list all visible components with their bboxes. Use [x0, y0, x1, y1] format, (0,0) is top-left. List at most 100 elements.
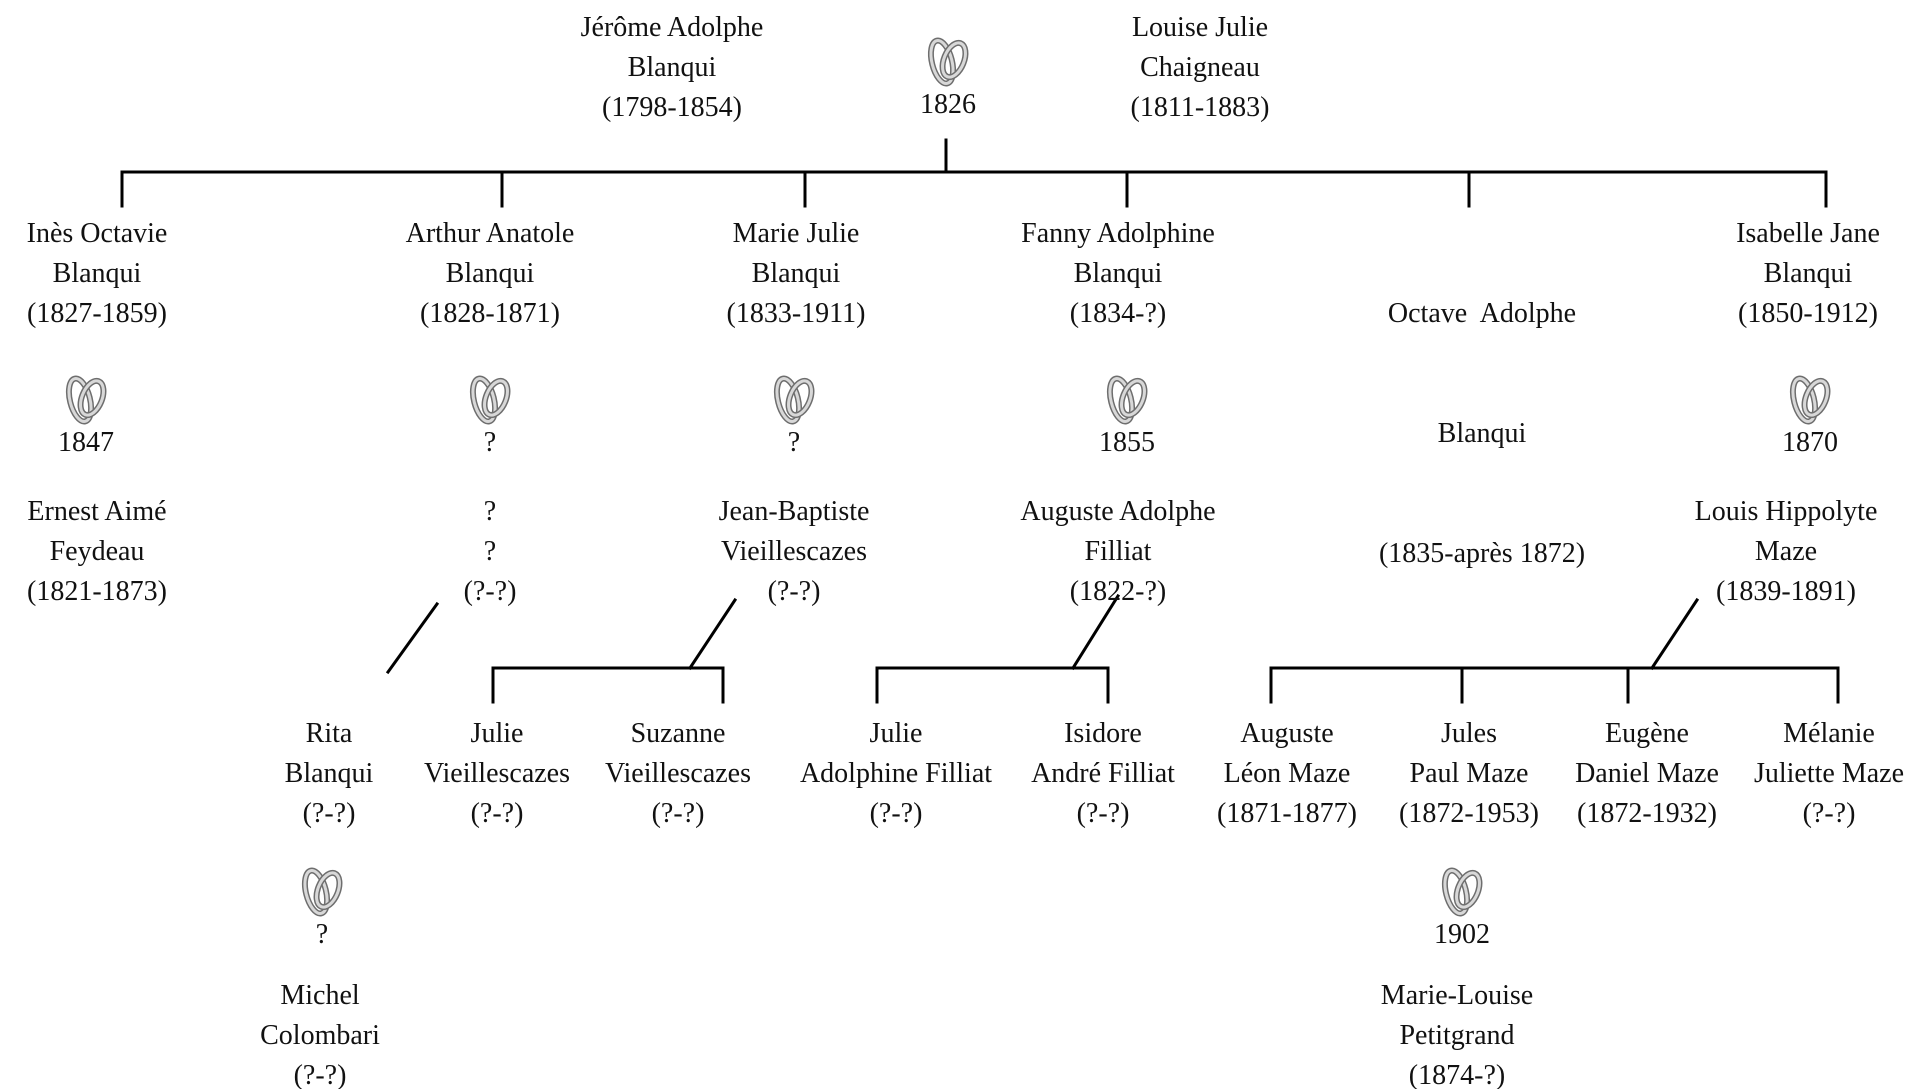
- person-name: Eugène: [1605, 718, 1689, 749]
- diag-filliat: [1070, 593, 1121, 671]
- wedding-rings-icon: [469, 375, 511, 425]
- person-surname: Adolphine Filliat: [799, 758, 993, 789]
- person-name: Louise Julie: [1131, 12, 1269, 43]
- person-surname: Feydeau: [49, 536, 145, 567]
- person-name: Julie: [869, 718, 923, 749]
- person-name: Mélanie: [1783, 718, 1875, 749]
- wedding-rings-icon: [927, 37, 969, 87]
- person-rita: Rita Blanqui (?-?): [209, 714, 449, 834]
- diag-arthur-rita: [385, 601, 440, 675]
- person-surname: Blanqui: [1437, 418, 1527, 449]
- person-auguste-adolphe: Auguste Adolphe Filliat (1822-?): [998, 492, 1238, 612]
- person-surname: Blanqui: [1763, 258, 1853, 289]
- person-dates: (1874-?): [1408, 1060, 1506, 1089]
- person-dates: (?-?): [869, 798, 923, 829]
- person-name: Suzanne: [630, 718, 726, 749]
- person-dates: (1872-1932): [1577, 798, 1717, 829]
- person-surname: Daniel Maze: [1575, 758, 1719, 789]
- person-dates: (1872-1953): [1399, 798, 1539, 829]
- person-auguste-leon: Auguste Léon Maze (1871-1877): [1167, 714, 1407, 834]
- person-surname: André Filliat: [1031, 758, 1175, 789]
- person-name: Marie-Louise: [1380, 980, 1534, 1011]
- person-name: ?: [483, 496, 497, 527]
- person-isabelle: Isabelle Jane Blanqui (1850-1912): [1688, 214, 1919, 334]
- person-name: Octave Adolphe: [1387, 298, 1577, 329]
- person-dates: (1871-1877): [1217, 798, 1357, 829]
- wedding-rings-icon: [773, 375, 815, 425]
- marriage-year: 1826: [920, 89, 976, 120]
- marriage-year: 1855: [1099, 427, 1155, 458]
- person-name: Isidore: [1064, 718, 1142, 749]
- person-name: Louis Hippolyte: [1694, 496, 1878, 527]
- person-michel: Michel Colombari (?-?): [200, 976, 440, 1089]
- wedding-rings-icon: [65, 375, 107, 425]
- person-arthur: Arthur Anatole Blanqui (1828-1871): [370, 214, 610, 334]
- person-eugene: Eugène Daniel Maze (1872-1932): [1527, 714, 1767, 834]
- marriage-ines: 1847: [46, 366, 126, 460]
- person-julie-vieillescazes: Julie Vieillescazes (?-?): [377, 714, 617, 834]
- person-ines: Inès Octavie Blanqui (1827-1859): [0, 214, 217, 334]
- person-dates: (1850-1912): [1738, 298, 1878, 329]
- person-name: Jules: [1441, 718, 1497, 749]
- person-surname: Petitgrand: [1399, 1020, 1515, 1051]
- person-dates: (?-?): [651, 798, 705, 829]
- person-dates: (1839-1891): [1716, 576, 1856, 607]
- diag-maze: [1649, 597, 1700, 671]
- person-name: Ernest Aimé: [27, 496, 167, 527]
- person-dates: (1828-1871): [420, 298, 560, 329]
- marriage-fanny: 1855: [1087, 366, 1167, 460]
- person-dates: (1834-?): [1069, 298, 1167, 329]
- person-dates: (1833-1911): [726, 298, 866, 329]
- marriage-year: ?: [787, 427, 801, 458]
- marriage-isabelle: 1870: [1770, 366, 1850, 460]
- person-name: Fanny Adolphine: [1021, 218, 1215, 249]
- wedding-rings-icon: [1106, 375, 1148, 425]
- diag-vieillescazes: [687, 597, 738, 671]
- person-surname: Blanqui: [284, 758, 374, 789]
- marriage-year: 1847: [58, 427, 114, 458]
- wedding-rings-icon: [1789, 375, 1831, 425]
- person-dates: (1798-1854): [602, 92, 742, 123]
- person-dates: (?-?): [1802, 798, 1856, 829]
- marriage-mariejulie: ?: [754, 366, 834, 460]
- person-name: Arthur Anatole: [405, 218, 575, 249]
- person-surname: Vieillescazes: [720, 536, 867, 567]
- person-name: Jean-Baptiste: [718, 496, 870, 527]
- person-dates: (?-?): [293, 1060, 347, 1089]
- person-surname: Léon Maze: [1223, 758, 1351, 789]
- person-name: Auguste Adolphe: [1020, 496, 1216, 527]
- person-name: Auguste: [1240, 718, 1334, 749]
- marriage-rita: ?: [282, 858, 362, 952]
- person-unknown-spouse: ? ? (?-?): [370, 492, 610, 612]
- person-surname: Vieillescazes: [423, 758, 570, 789]
- marriage-year: ?: [315, 919, 329, 950]
- person-dates: (1827-1859): [27, 298, 167, 329]
- person-surname: Chaigneau: [1140, 52, 1260, 83]
- person-dates: (?-?): [767, 576, 821, 607]
- person-name: Isabelle Jane: [1736, 218, 1880, 249]
- person-jules: Jules Paul Maze (1872-1953): [1349, 714, 1589, 834]
- person-dates: (?-?): [1076, 798, 1130, 829]
- person-melanie: Mélanie Juliette Maze (?-?): [1709, 714, 1919, 834]
- person-louis: Louis Hippolyte Maze (1839-1891): [1666, 492, 1906, 612]
- person-surname: Blanqui: [627, 52, 717, 83]
- person-marielouise: Marie-Louise Petitgrand (1874-?): [1337, 976, 1577, 1089]
- person-name: Marie Julie: [732, 218, 860, 249]
- person-mariejulie: Marie Julie Blanqui (1833-1911): [676, 214, 916, 334]
- person-dates: (?-?): [302, 798, 356, 829]
- person-dates: (1811-1883): [1130, 92, 1270, 123]
- person-louise: Louise Julie Chaigneau (1811-1883): [1080, 8, 1320, 128]
- person-dates: (?-?): [463, 576, 517, 607]
- person-jerome: Jérôme Adolphe Blanqui (1798-1854): [552, 8, 792, 128]
- person-surname: Vieillescazes: [604, 758, 751, 789]
- person-ernest: Ernest Aimé Feydeau (1821-1873): [0, 492, 217, 612]
- person-name: Julie: [470, 718, 524, 749]
- person-julie-filliat: Julie Adolphine Filliat (?-?): [776, 714, 1016, 834]
- person-dates: (1822-?): [1069, 576, 1167, 607]
- person-surname: Colombari: [260, 1020, 380, 1051]
- person-surname: Paul Maze: [1409, 758, 1529, 789]
- person-suzanne: Suzanne Vieillescazes (?-?): [558, 714, 798, 834]
- marriage-parents: 1826: [908, 28, 988, 122]
- person-octave: Octave Adolphe Blanqui (1835-après 1872): [1362, 214, 1602, 654]
